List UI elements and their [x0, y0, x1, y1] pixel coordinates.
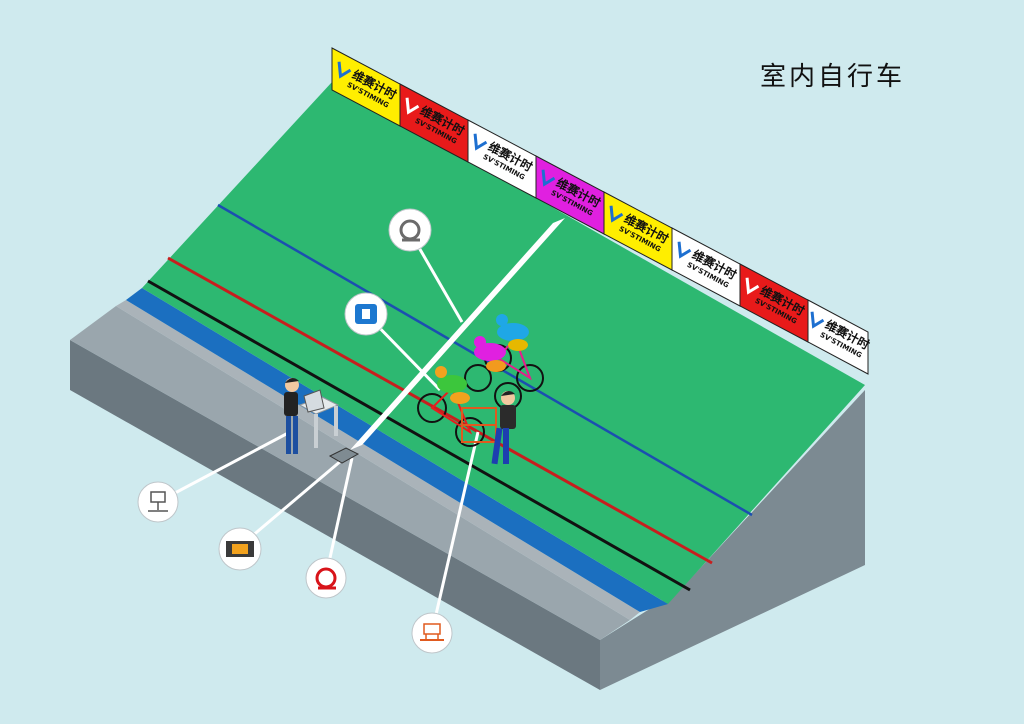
brand-logo-icon	[810, 311, 825, 329]
brand-logo-icon	[609, 205, 624, 223]
callout-loop-sensor-top	[388, 208, 432, 252]
track-base-left-face	[70, 340, 600, 690]
brand-logo-icon	[677, 241, 692, 259]
brand-logo-icon	[473, 133, 488, 151]
decoder-unit	[328, 447, 360, 464]
brand-logo-icon	[541, 169, 556, 187]
start-holder	[491, 390, 516, 465]
timing-operator	[284, 377, 299, 454]
loop-sensor-icon	[315, 567, 337, 590]
timing-desk	[298, 389, 340, 448]
callout-transponder	[344, 292, 388, 336]
callout-timing-station	[137, 481, 179, 523]
laptop-icon	[303, 389, 325, 413]
timing-workstation-icon	[148, 491, 168, 512]
start-gate-device	[461, 407, 497, 443]
brand-logo-icon	[337, 61, 352, 79]
start-gate-icon	[420, 623, 444, 641]
finish-line	[350, 218, 565, 450]
track-surface	[142, 82, 865, 604]
leader-line-station	[157, 430, 291, 504]
decoder-icon	[226, 541, 254, 557]
loop-sensor-icon	[399, 219, 421, 242]
callout-start-gate	[411, 612, 453, 654]
track-base-front-face	[600, 390, 865, 690]
leader-line-start-gate	[430, 431, 480, 633]
page-title: 室内自行车	[760, 62, 906, 92]
sponsor-banner	[331, 47, 869, 375]
cyclist-2	[464, 336, 522, 410]
leader-line-decoder	[237, 458, 343, 550]
leader-line-loop-bottom	[324, 457, 354, 577]
black-line	[147, 279, 691, 592]
brand-logo-icon	[745, 277, 760, 295]
red-line	[167, 256, 713, 565]
callout-loop-sensor-bottom	[305, 557, 347, 599]
track-apron-top	[116, 300, 640, 620]
blue-band	[126, 288, 668, 612]
callout-decoder	[218, 527, 262, 571]
brand-logo-icon	[405, 97, 420, 115]
